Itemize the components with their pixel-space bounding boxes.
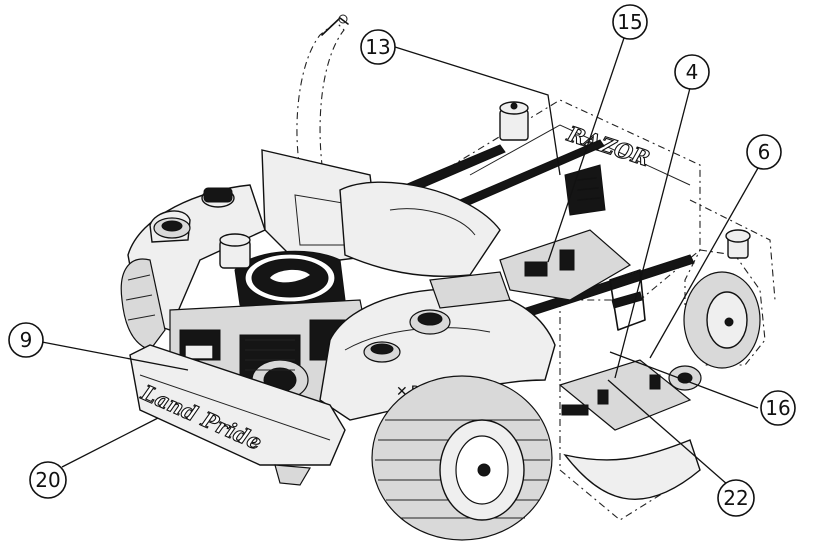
callout-4-label: 4 [686, 60, 699, 84]
right-caster-wheel [683, 229, 766, 369]
callout-13-label: 13 [365, 35, 390, 59]
operator-seat [261, 149, 501, 277]
callout-20-label: 20 [35, 468, 60, 492]
pnt-mark: ✕ [396, 384, 408, 400]
callout-16-label: 16 [765, 396, 790, 420]
callout-9-label: 9 [20, 328, 33, 352]
control-panel [499, 164, 646, 331]
callout-13: 13 [360, 29, 396, 65]
left-fender [127, 184, 266, 331]
deck-bracket [558, 359, 702, 431]
callout-22-label: 22 [723, 486, 748, 510]
callout-16: 16 [760, 390, 796, 426]
callout-15-label: 15 [617, 10, 642, 34]
callout-6: 6 [746, 134, 782, 170]
deck-brand-text: RAZOR [564, 121, 653, 171]
rollover-bar [296, 14, 349, 171]
callout-4: 4 [674, 54, 710, 90]
right-drive-tire [371, 375, 553, 541]
callout-20: 20 [29, 461, 67, 499]
leader-lines [41, 37, 759, 486]
rear-left-caster [499, 101, 529, 141]
callout-15: 15 [612, 4, 648, 40]
callout-6-label: 6 [758, 140, 771, 164]
drive-bars [404, 139, 695, 319]
callout-22: 22 [717, 479, 755, 517]
left-rear-tire [120, 258, 166, 351]
callout-9: 9 [8, 322, 44, 358]
